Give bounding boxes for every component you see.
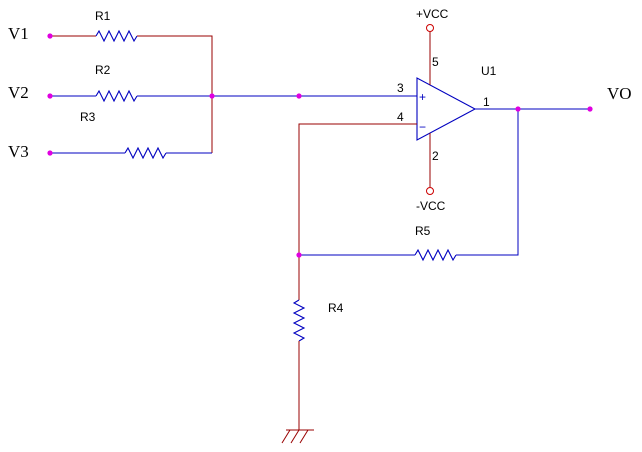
- resistor-r3-symbol: [124, 146, 167, 160]
- node-output-junction: [515, 106, 521, 112]
- node-v3: [47, 150, 53, 156]
- inverting-input-wire: [298, 123, 417, 255]
- label-r4: R4: [328, 301, 344, 315]
- node-summing: [209, 93, 215, 99]
- pin-5: 5: [432, 55, 439, 69]
- label-u1: U1: [481, 64, 497, 78]
- resistor-r2-symbol: [95, 89, 138, 103]
- node-vo: [587, 106, 593, 112]
- input-branch-v3: [50, 146, 212, 160]
- label-r5: R5: [415, 224, 431, 238]
- vneg-terminal: [426, 187, 434, 195]
- node-feedback: [296, 252, 302, 258]
- label-v3: V3: [8, 142, 29, 161]
- resistor-r5-symbol: [414, 248, 457, 262]
- label-vo: VO: [607, 84, 632, 103]
- resistor-r4-symbol: [292, 299, 306, 342]
- node-v1: [47, 33, 53, 39]
- feedback-wire: [456, 109, 519, 256]
- pin-2: 2: [432, 149, 439, 163]
- pin-3: 3: [397, 81, 404, 95]
- label-r2: R2: [95, 63, 111, 77]
- opamp-triangle: [416, 77, 477, 141]
- vpos-terminal: [426, 24, 434, 32]
- opamp-plus-sign: +: [419, 90, 426, 104]
- label-vcc-neg: -VCC: [416, 199, 446, 213]
- label-r3: R3: [80, 110, 96, 124]
- label-vcc-pos: +VCC: [416, 7, 449, 21]
- node-plus-input: [296, 93, 302, 99]
- pin-4: 4: [397, 110, 404, 124]
- input-branch-v2: [50, 89, 212, 103]
- label-r1: R1: [95, 9, 111, 23]
- opamp-minus-sign: −: [419, 120, 426, 134]
- label-v1: V1: [8, 24, 29, 43]
- opamp-u1: [416, 24, 477, 195]
- node-v2: [47, 93, 53, 99]
- pin-1: 1: [483, 95, 490, 109]
- ground-icon: [281, 429, 314, 444]
- label-v2: V2: [8, 83, 29, 102]
- input-branch-v1: [50, 29, 213, 153]
- resistor-r1-symbol: [95, 29, 138, 43]
